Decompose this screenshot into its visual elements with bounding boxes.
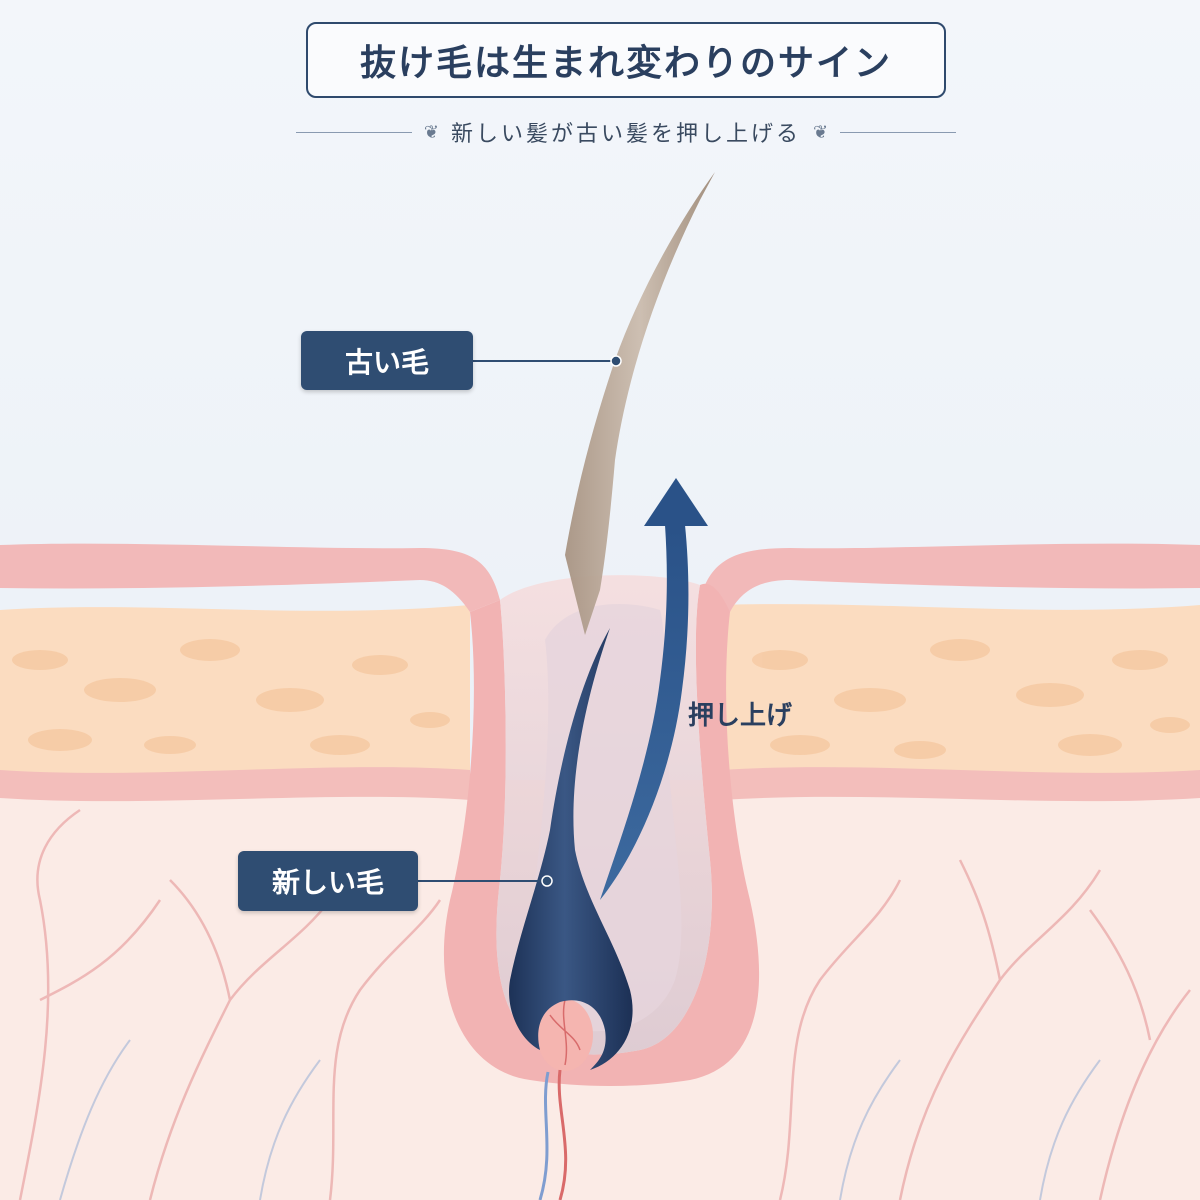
push-up-label: 押し上げ (688, 701, 793, 731)
epidermis-left (0, 543, 500, 612)
label-new-hair-text: 新しい毛 (271, 866, 384, 899)
leaf-icon: ❦ (423, 121, 439, 143)
arrow-up-icon (644, 478, 708, 526)
papilla-vessels (557, 1069, 568, 1200)
fat-cells (12, 639, 1190, 759)
title-box: 抜け毛は生まれ変わりのサイン (306, 22, 946, 98)
epidermis-right (700, 543, 1200, 612)
dermis-border (0, 767, 470, 802)
leader-dot-new (541, 875, 553, 887)
dermal-papilla (537, 999, 593, 1071)
veins (59, 1039, 1101, 1200)
subtitle-row: ❦ 新しい髪が古い髪を押し上げる ❦ (296, 114, 957, 150)
label-old-hair-text: 古い毛 (344, 345, 429, 379)
push-up-arrow (600, 525, 689, 900)
hair-follicle-outer (443, 583, 760, 1086)
subtitle: 新しい髪が古い髪を押し上げる (451, 122, 802, 147)
old-hair (565, 172, 715, 635)
subtitle-rule-right (840, 131, 957, 133)
blood-vessels (18, 808, 1191, 1200)
page-title: 抜け毛は生まれ変わりのサイン (359, 43, 892, 84)
new-hair (509, 628, 633, 1070)
papilla-vessels (538, 1071, 550, 1200)
fat-layer (0, 605, 470, 793)
label-new-hair: 新しい毛 (238, 851, 418, 911)
label-old-hair: 古い毛 (301, 331, 473, 390)
dermis-border (720, 767, 1200, 802)
leaf-icon: ❦ (813, 121, 829, 143)
subtitle-rule-left (296, 131, 412, 133)
leader-dot-old (610, 355, 622, 367)
